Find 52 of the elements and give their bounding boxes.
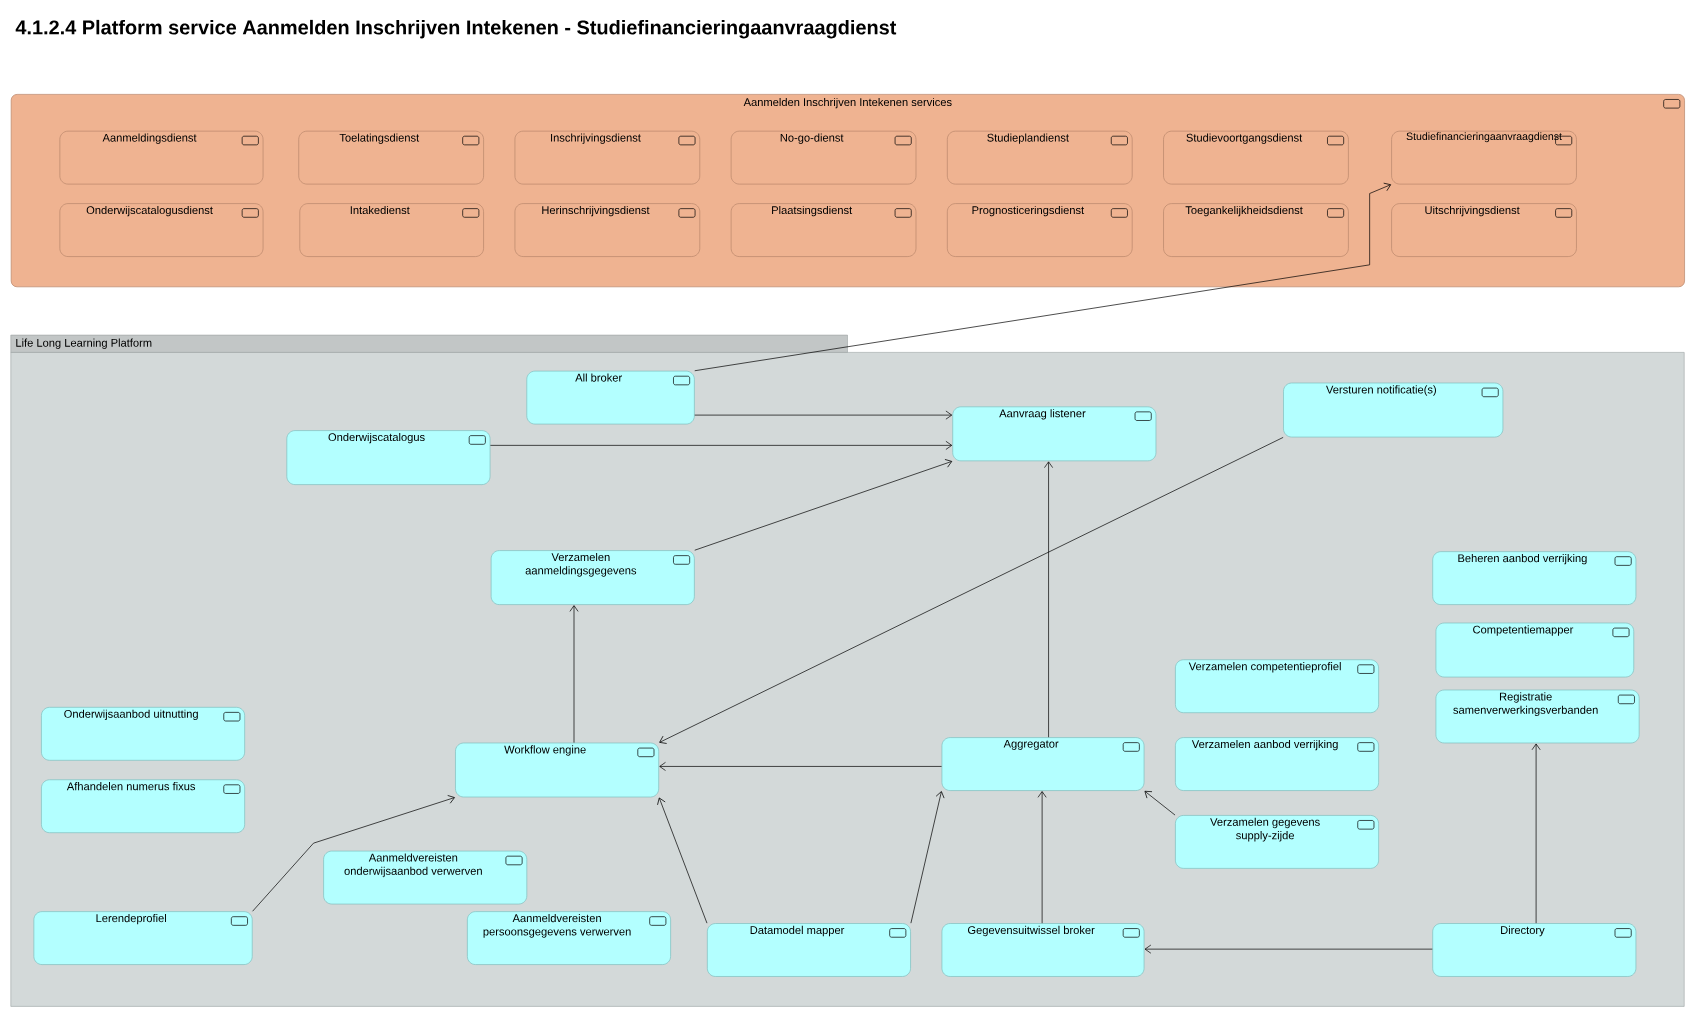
arrow [1144,944,1433,954]
application-box: Aanmeldvereisten persoonsgegevens verwerven [467,911,671,965]
service-box: Studieplandienst [946,130,1133,185]
arrow [694,182,1391,372]
service-box: Plaatsingsdienst [730,203,917,257]
application-box: Datamodel mapper [707,923,911,977]
arrow [490,440,953,450]
application-box: Verzamelen aanbod verrijking [1175,737,1379,791]
service-box: Onderwijscatalogusdienst [59,203,264,257]
arrow [694,459,953,551]
arrow [252,795,455,912]
arrow [1531,743,1541,924]
service-box: No-go-dienst [730,130,917,185]
application-box: Lerendeprofiel [33,911,253,965]
service-box: Intakedienst [299,203,484,257]
service-box: Uitschrijvingsdienst [1391,203,1577,257]
service-box: Herinschrijvingsdienst [514,203,701,257]
application-box: Verzamelen gegevens supply-zijde [1175,815,1379,869]
application-box: Aggregator [941,737,1145,791]
title: 4.1.2.4 Platform service Aanmelden Inschrijven Intekenen - Studiefinancieringaanvraagdienst [15,19,897,39]
arrow [657,797,708,924]
application-box: Verzamelen aanmeldingsgegevens [490,550,695,605]
arrow [694,410,953,420]
arrow [1144,790,1176,816]
application-box: Versturen notificatie(s) [1283,382,1504,438]
service-box: Studievoortgangsdienst [1163,130,1349,185]
service-box: Prognosticeringsdienst [946,203,1133,257]
service-box: Toegankelijkheidsdienst [1163,203,1349,257]
service-box: Inschrijvingsdienst [514,130,701,185]
application-box: Aanmeldvereisten onderwijsaanbod verwerven [323,850,528,905]
application-box: Gegevensuitwissel broker [941,923,1145,977]
arrow [910,791,945,924]
application-box: Onderwijsaanbod uitnutting [41,706,245,761]
application-box: Verzamelen competentieprofiel [1175,659,1379,714]
application-box: Workflow engine [455,742,660,798]
arrow [659,437,1284,744]
service-box: Toelatingsdienst [298,130,484,185]
application-box: Directory [1432,923,1637,977]
application-box: Onderwijscatalogus [286,430,491,485]
node-label: Life Long Learning Platform [16,338,152,349]
application-box: All broker [526,370,695,425]
application-box: Registratie samenverwerkingsverbanden [1435,689,1640,744]
service-box: Aanmeldingsdienst [59,130,264,185]
arrow [659,762,942,771]
arrow [569,605,579,743]
application-box: Aanvraag listener [952,406,1157,462]
arrow [1037,791,1047,924]
service-box: Studiefinancieringaanvraagdienst [1391,130,1577,185]
application-box: Beheren aanbod verrijking [1432,551,1637,605]
application-box: Afhandelen numerus fixus [41,779,245,834]
arrow [1044,461,1053,738]
application-box: Competentiemapper [1435,622,1635,678]
